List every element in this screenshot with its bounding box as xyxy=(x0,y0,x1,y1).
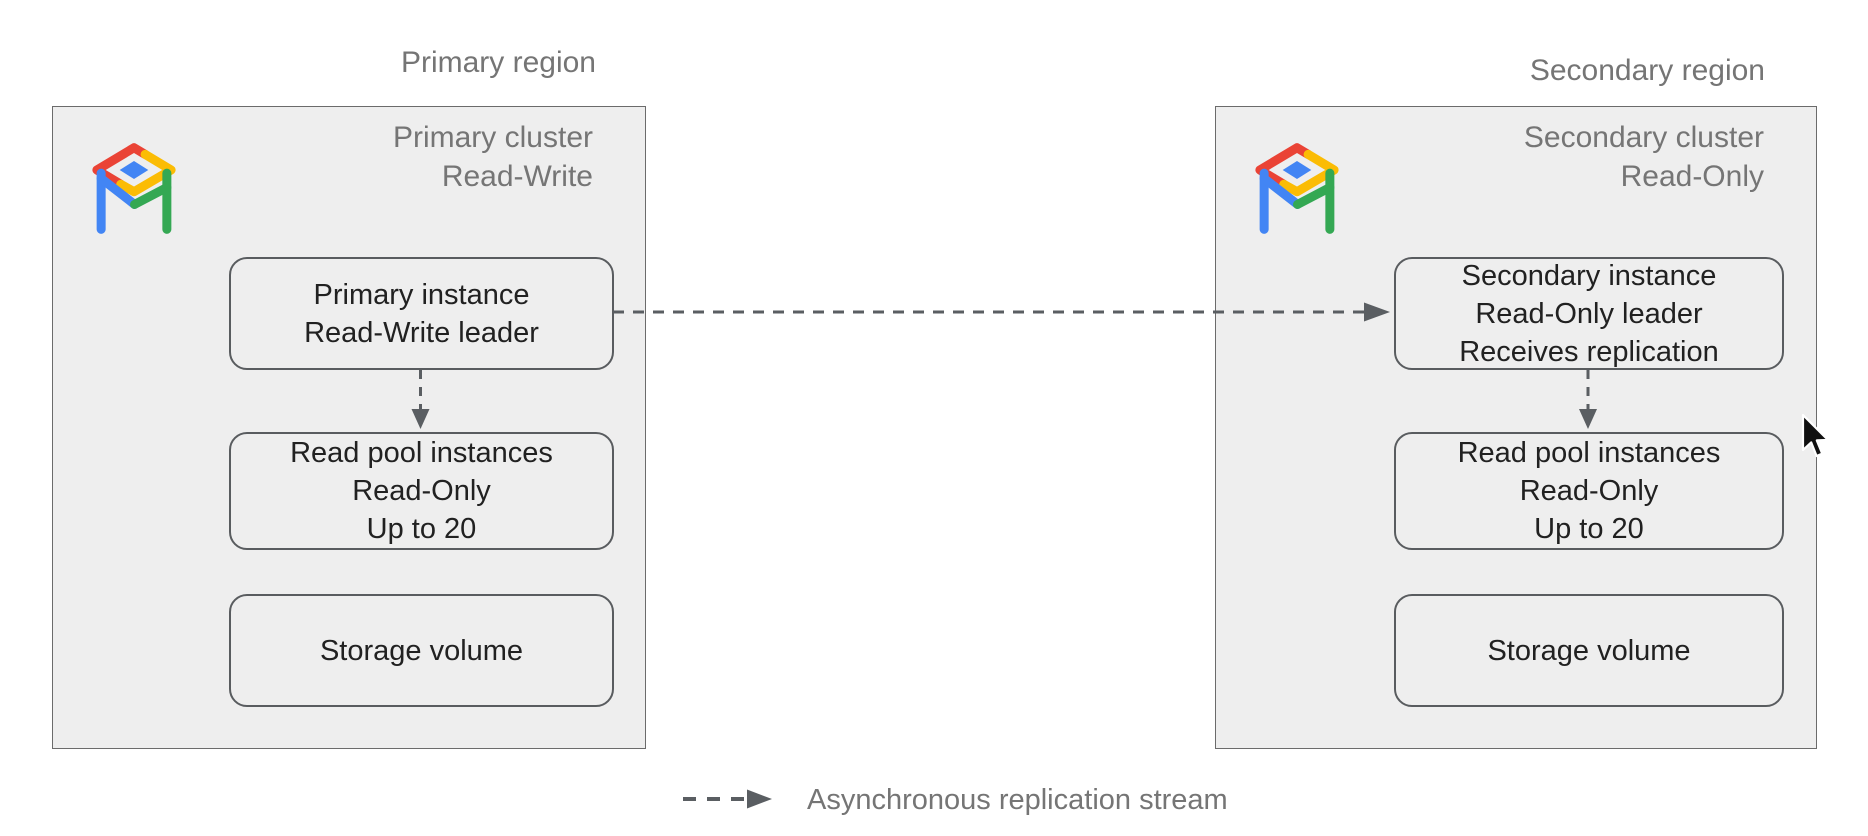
box-text-line: Read-Write leader xyxy=(304,316,539,349)
primary-region-label: Primary region xyxy=(400,46,596,79)
secondary-cluster-box: Secondary cluster Read-Only Secondary in… xyxy=(1215,106,1817,749)
box-text-line: Receives replication xyxy=(1459,335,1719,368)
cluster-title-line: Read-Only xyxy=(1620,160,1764,193)
cluster-title-line: Primary cluster xyxy=(392,121,593,154)
box-text-line: Secondary instance xyxy=(1461,259,1717,292)
box-text-line: Read-Only xyxy=(352,475,491,507)
box-text-line: Primary instance xyxy=(313,278,530,311)
mouse-cursor-icon xyxy=(1801,413,1830,458)
box-text-line: Storage volume xyxy=(319,634,524,667)
secondary-instance-box: Secondary instance Read-Only leader Rece… xyxy=(1394,257,1784,370)
legend-label: Asynchronous replication stream xyxy=(807,784,1228,816)
box-text-line: Read-Only leader xyxy=(1475,297,1703,330)
primary-cluster-box: Primary cluster Read-Write Primary insta… xyxy=(52,106,646,749)
cluster-title-line: Secondary cluster xyxy=(1523,121,1764,154)
primary-instance-box: Primary instance Read-Write leader xyxy=(229,257,614,370)
primary-storage-volume-box: Storage volume xyxy=(229,594,614,707)
alloydb-table-icon xyxy=(1244,137,1350,239)
box-text-line: Up to 20 xyxy=(366,513,477,545)
alloydb-table-icon xyxy=(81,137,187,239)
box-text-line: Up to 20 xyxy=(1534,513,1644,545)
primary-cluster-title: Primary cluster Read-Write xyxy=(393,118,593,196)
secondary-cluster-title: Secondary cluster Read-Only xyxy=(1524,118,1764,196)
legend-dashed-arrow xyxy=(683,789,772,809)
box-text-line: Read pool instances xyxy=(290,437,553,469)
box-text-line: Read pool instances xyxy=(1457,437,1721,469)
box-text-line: Storage volume xyxy=(1487,634,1691,667)
secondary-read-pool-box: Read pool instances Read-Only Up to 20 xyxy=(1394,432,1784,550)
cluster-title-line: Read-Write xyxy=(441,160,593,193)
secondary-region-label: Secondary region xyxy=(1529,54,1765,87)
primary-read-pool-box: Read pool instances Read-Only Up to 20 xyxy=(229,432,614,550)
box-text-line: Read-Only xyxy=(1519,475,1659,507)
secondary-storage-volume-box: Storage volume xyxy=(1394,594,1784,707)
